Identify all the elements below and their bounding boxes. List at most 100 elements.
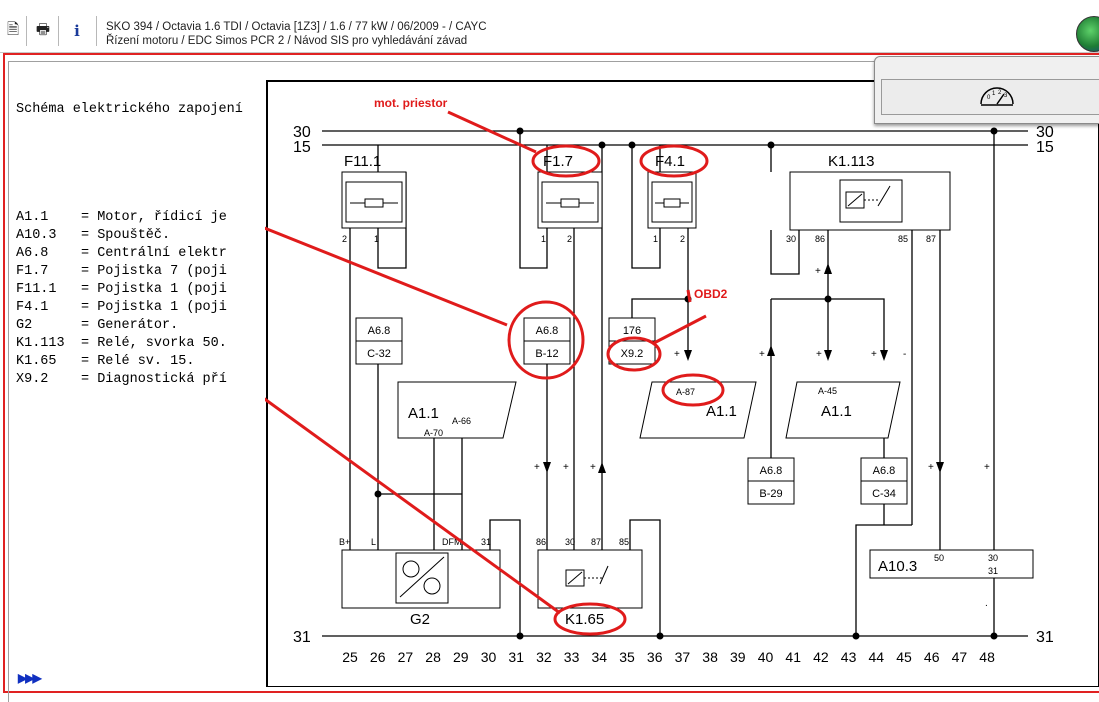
legend-item: F1.7 = Pojistka 7 (poji <box>16 263 243 281</box>
wiring-diagram: 30 15 30 15 31 31 F11.1 2 1 F1.7 1 2 F4.… <box>265 80 1099 687</box>
vehicle-info: SKO 394 / Octavia 1.6 TDI / Octavia [1Z3… <box>106 20 487 48</box>
toolbar-separator <box>26 16 27 46</box>
globe-icon[interactable] <box>1076 16 1099 52</box>
column-number: 36 <box>647 649 663 665</box>
column-number: 40 <box>758 649 774 665</box>
connector-a6-8-b-12: A6.8 B-12 <box>523 317 571 365</box>
vehicle-line-1: SKO 394 / Octavia 1.6 TDI / Octavia [1Z3… <box>106 21 487 33</box>
svg-text:B-12: B-12 <box>535 348 558 360</box>
svg-text:A6.8: A6.8 <box>368 325 391 337</box>
svg-text:K1.65: K1.65 <box>565 611 604 628</box>
connector-a6-8-c-32: A6.8 C-32 <box>355 317 403 365</box>
red-annotations <box>265 110 725 636</box>
ecu-a1-1-middle: A1.1 A-87 <box>639 381 757 439</box>
document-icon[interactable]: 🗎 <box>6 19 20 38</box>
highlight-k1-65 <box>553 602 627 636</box>
ecu-a1-1-left: A1.1 A-70 A-66 <box>397 381 517 439</box>
svg-text:+: + <box>590 462 596 473</box>
toolbar-separator <box>96 16 97 46</box>
legend-item-equals: = <box>81 318 98 333</box>
svg-text:1: 1 <box>541 234 546 244</box>
fuse-f1-7: F1.7 1 2 <box>537 153 603 244</box>
svg-text:3: 3 <box>1004 93 1008 99</box>
info-icon[interactable]: i <box>74 22 80 40</box>
legend-item: X9.2= Diagnostická pří <box>16 371 243 389</box>
column-number: 37 <box>675 649 691 665</box>
legend-item-desc: Relé, svorka 50. <box>97 336 227 351</box>
column-number: 31 <box>508 649 524 665</box>
svg-text:+: + <box>759 349 765 360</box>
legend-item-equals: = <box>81 264 98 279</box>
svg-text:B+: B+ <box>339 537 350 547</box>
column-number: 25 <box>342 649 358 665</box>
fuse-f11-1: F11.1 2 1 <box>341 153 407 244</box>
column-number: 33 <box>564 649 580 665</box>
svg-text:C-34: C-34 <box>872 488 896 500</box>
svg-text:30: 30 <box>565 537 575 547</box>
svg-text:A1.1: A1.1 <box>408 405 439 422</box>
legend-item-desc: Pojistka 1 (poji <box>97 282 227 297</box>
column-number: 43 <box>841 649 857 665</box>
legend-item-desc: Spouštěč. <box>97 228 171 243</box>
gauge-button[interactable]: 0 1 2 3 <box>881 79 1099 115</box>
column-number: 42 <box>813 649 829 665</box>
column-number: 48 <box>979 649 995 665</box>
column-number: 26 <box>370 649 386 665</box>
legend-item: A1.1= Motor, řídicí je <box>16 209 243 227</box>
svg-text:+: + <box>816 349 822 360</box>
highlight-x9-2 <box>606 336 662 372</box>
forward-arrows-icon[interactable]: ▶▶▶ <box>18 671 42 685</box>
column-number: 34 <box>592 649 608 665</box>
rail-label-30-right: 30 <box>1036 124 1054 141</box>
svg-text:2: 2 <box>567 234 572 244</box>
legend-item-desc: Pojistka 7 (poji <box>97 264 227 279</box>
svg-text:A1.1: A1.1 <box>821 403 852 420</box>
column-number: 27 <box>398 649 414 665</box>
legend-item-equals: = <box>81 336 98 351</box>
svg-text:A-45: A-45 <box>818 386 837 396</box>
legend-item-equals: = <box>81 300 98 315</box>
legend-item: A6.8= Centrální elektr <box>16 245 243 263</box>
legend-item-desc: Centrální elektr <box>97 246 227 261</box>
legend-item-code: F1.7 <box>16 264 49 279</box>
svg-text:2: 2 <box>998 90 1002 96</box>
legend-item-desc: Motor, řídicí je <box>97 210 227 225</box>
column-number: 30 <box>481 649 497 665</box>
legend-item-code: A6.8 <box>16 246 49 261</box>
rail-label-30-left: 30 <box>293 124 311 141</box>
printer-icon[interactable]: 🖶 <box>35 19 51 38</box>
svg-text:+: + <box>984 462 990 473</box>
svg-text:A-87: A-87 <box>676 387 695 397</box>
rail-label-31-left: 31 <box>293 629 311 646</box>
svg-text:A10.3: A10.3 <box>878 558 917 575</box>
connector-a6-8-c-34: A6.8 C-34 <box>860 457 908 505</box>
legend-item-code: A10.3 <box>16 228 57 243</box>
gauge-icon: 0 1 2 3 <box>980 87 1014 106</box>
column-number: 29 <box>453 649 469 665</box>
generator-g2: G2 B+ L DFM 31 <box>339 537 501 628</box>
legend-item: F4.1= Pojistka 1 (poji <box>16 299 243 317</box>
legend-item-equals: = <box>81 354 98 369</box>
column-number: 39 <box>730 649 746 665</box>
svg-text:+: + <box>534 462 540 473</box>
svg-text:176: 176 <box>623 325 641 337</box>
legend-item: F11.1= Pojistka 1 (poji <box>16 281 243 299</box>
svg-text:1: 1 <box>992 91 996 97</box>
svg-text:30: 30 <box>786 234 796 244</box>
svg-text:A6.8: A6.8 <box>873 465 896 477</box>
fuse-f4-1: F4.1 1 2 <box>647 153 697 244</box>
svg-text:1: 1 <box>374 234 379 244</box>
legend-item: K1.65= Relé sv. 15. <box>16 353 243 371</box>
svg-text:A6.8: A6.8 <box>536 325 559 337</box>
svg-text:85: 85 <box>898 234 908 244</box>
column-number: 35 <box>619 649 635 665</box>
signal-arrows <box>543 263 944 473</box>
column-number: 41 <box>785 649 801 665</box>
legend-item-code: K1.113 <box>16 336 65 351</box>
highlight-f4-1 <box>639 144 709 178</box>
rail-label-15-right: 15 <box>1036 139 1054 156</box>
svg-text:1: 1 <box>653 234 658 244</box>
svg-text:31: 31 <box>481 537 491 547</box>
svg-text:+: + <box>674 349 680 360</box>
svg-text:C-32: C-32 <box>367 348 391 360</box>
